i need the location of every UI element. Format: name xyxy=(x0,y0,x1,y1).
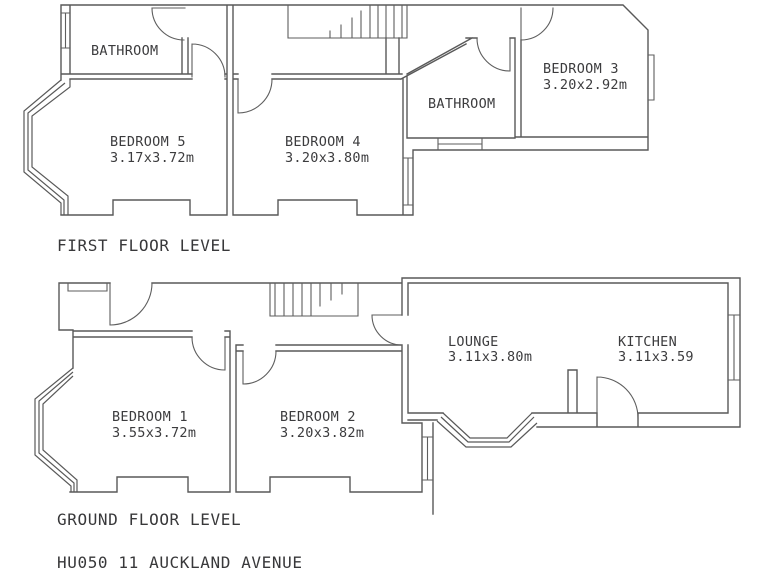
kitchen-label: KITCHEN xyxy=(618,334,677,350)
room-bathroom-front: BATHROOM xyxy=(91,43,158,59)
room-bedroom-1: BEDROOM 1 3.55x3.72m xyxy=(112,409,196,441)
bedroom-1-label: BEDROOM 1 xyxy=(112,409,188,425)
bathroom-front-label: BATHROOM xyxy=(91,43,158,59)
first-floor-bay-window xyxy=(23,79,71,215)
bedroom-4-dimensions: 3.20x3.80m xyxy=(285,150,369,166)
ground-floor-windows xyxy=(67,282,741,481)
bedroom-3-dimensions: 3.20x2.92m xyxy=(543,77,627,93)
bedroom-5-dimensions: 3.17x3.72m xyxy=(110,150,194,166)
plan-reference: HU050 11 AUCKLAND AVENUE xyxy=(57,553,303,572)
room-kitchen: KITCHEN 3.11x3.59 xyxy=(618,334,694,365)
room-bathroom-rear: BATHROOM xyxy=(428,96,495,112)
lounge-dimensions: 3.11x3.80m xyxy=(448,349,532,365)
room-bedroom-4: BEDROOM 4 3.20x3.80m xyxy=(285,134,369,166)
bedroom-2-label: BEDROOM 2 xyxy=(280,409,356,425)
ground-floor-doors xyxy=(109,282,639,428)
room-bedroom-2: BEDROOM 2 3.20x3.82m xyxy=(280,409,364,441)
bedroom-4-label: BEDROOM 4 xyxy=(285,134,361,150)
bathroom-rear-label: BATHROOM xyxy=(428,96,495,112)
first-floor-doors xyxy=(151,7,554,114)
bedroom-3-label: BEDROOM 3 xyxy=(543,61,619,77)
ground-floor-caption: GROUND FLOOR LEVEL xyxy=(57,510,241,529)
room-lounge: LOUNGE 3.11x3.80m xyxy=(448,334,532,365)
ground-floor-bay-window xyxy=(34,367,78,492)
ground-floor-walls xyxy=(58,277,741,515)
kitchen-dimensions: 3.11x3.59 xyxy=(618,349,694,365)
first-floor-walls xyxy=(60,4,649,216)
first-floor-windows xyxy=(60,12,655,206)
bedroom-1-dimensions: 3.55x3.72m xyxy=(112,425,196,441)
ground-floor-plan: BEDROOM 1 3.55x3.72m BEDROOM 2 3.20x3.82… xyxy=(34,277,741,515)
first-floor-caption: FIRST FLOOR LEVEL xyxy=(57,236,231,255)
room-bedroom-3: BEDROOM 3 3.20x2.92m xyxy=(543,61,627,93)
bedroom-2-dimensions: 3.20x3.82m xyxy=(280,425,364,441)
ground-floor-stairs xyxy=(269,282,359,317)
lounge-label: LOUNGE xyxy=(448,334,499,350)
room-bedroom-5: BEDROOM 5 3.17x3.72m xyxy=(110,134,194,166)
lounge-bay-window xyxy=(436,412,538,448)
first-floor-plan: BATHROOM BEDROOM 5 3.17x3.72m BEDROOM 4 … xyxy=(23,4,655,216)
bedroom-5-label: BEDROOM 5 xyxy=(110,134,186,150)
first-floor-stairs xyxy=(287,4,408,39)
